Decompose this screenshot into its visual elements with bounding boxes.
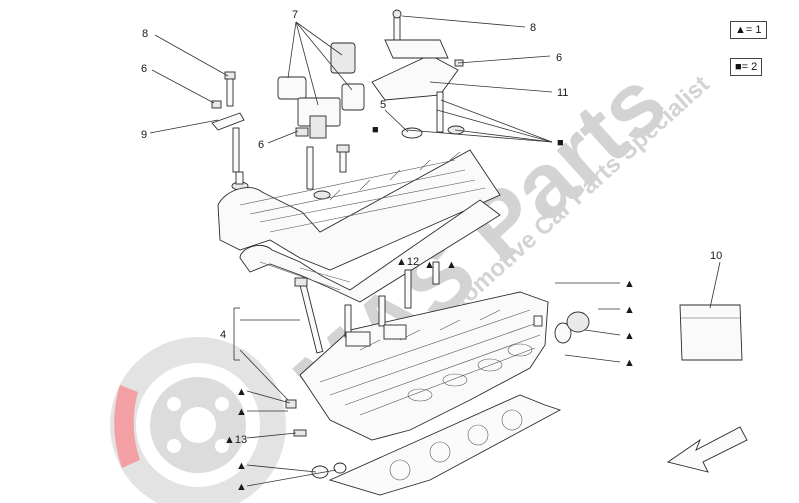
cylinder-head-cover xyxy=(217,149,501,271)
legend-triangle-text: = 1 xyxy=(745,24,762,36)
triangle-marker-r1: ▲ xyxy=(624,278,635,290)
item-10-sleeve xyxy=(679,304,743,361)
square-marker-studs: ■ xyxy=(557,137,564,149)
cover-gasket xyxy=(239,199,501,303)
triangle-marker-r4: ▲ xyxy=(624,357,635,369)
callout-8-right: 8 xyxy=(530,22,536,34)
legend-square-text: = 2 xyxy=(741,61,758,73)
head-gasket xyxy=(328,394,562,496)
markers: ■ ■ ▲ ▲ ▲ ▲ ▲ ▲ ▲ ▲ ▲ ▲ xyxy=(236,124,635,493)
left-washer xyxy=(211,100,222,109)
triangle-marker-r3: ▲ xyxy=(624,330,635,342)
triangle-marker-bolt-a: ▲ xyxy=(424,259,435,271)
sensor-cluster xyxy=(277,42,365,139)
leader-lines xyxy=(149,15,721,487)
callouts: 7 8 8 6 6 6 9 5 11 4 ▲12 ▲13 10 xyxy=(141,9,722,446)
callout-6-center: 6 xyxy=(258,139,264,151)
left-stud xyxy=(231,127,249,191)
left-bracket xyxy=(211,112,245,131)
left-cam-sensor-bolt xyxy=(224,71,236,107)
center-studs xyxy=(306,144,350,200)
triangle-marker-l4: ▲ xyxy=(236,481,247,493)
callout-11: 11 xyxy=(557,87,568,99)
callout-9: 9 xyxy=(141,129,147,141)
callout-10: 10 xyxy=(710,250,722,262)
legend-triangle-symbol: ▲ xyxy=(735,24,746,36)
callout-6-left: 6 xyxy=(141,63,147,75)
legend-item-triangle: ▲= 1 xyxy=(730,21,767,39)
triangle-marker-l2: ▲ xyxy=(236,406,247,418)
callout-5: 5 xyxy=(380,99,386,111)
callout-12: ▲12 xyxy=(396,256,419,268)
square-marker-5: ■ xyxy=(372,124,379,136)
head-small-parts xyxy=(285,311,590,479)
callout-13: ▲13 xyxy=(224,434,247,446)
callout-6-right: 6 xyxy=(556,52,562,64)
triangle-marker-r2: ▲ xyxy=(624,304,635,316)
head-bolts xyxy=(294,261,440,354)
right-bracket xyxy=(371,9,464,101)
triangle-marker-bolt-b: ▲ xyxy=(446,259,457,271)
callout-4: 4 xyxy=(220,329,226,341)
triangle-marker-l3: ▲ xyxy=(236,460,247,472)
triangle-marker-l1: ▲ xyxy=(236,386,247,398)
direction-arrow xyxy=(666,426,748,473)
callout-7: 7 xyxy=(292,9,298,21)
legend-square-symbol: ■ xyxy=(735,61,742,73)
callout-8-left: 8 xyxy=(142,28,148,40)
legend-item-square: ■= 2 xyxy=(730,58,763,76)
center-washer xyxy=(295,127,309,137)
watermark-logo-disc xyxy=(110,337,286,503)
